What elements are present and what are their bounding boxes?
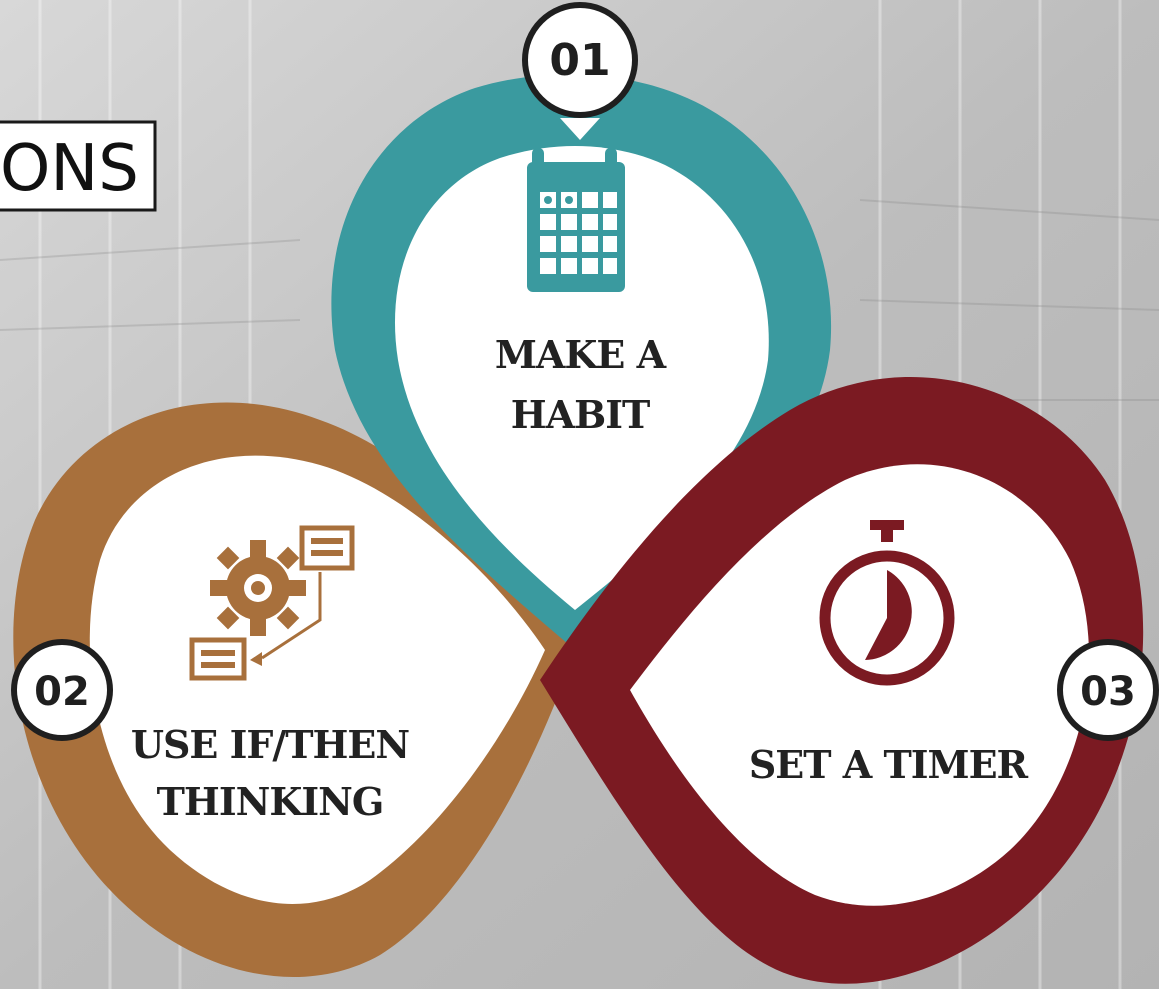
svg-text:HABIT: HABIT (511, 392, 650, 437)
title-box: ONS (0, 120, 157, 212)
title-fragment: ONS (0, 132, 139, 206)
lobe-02 (13, 402, 575, 978)
step-label-02: USE IF/THEN THINKING (131, 722, 411, 824)
lobe-03 (540, 376, 1144, 984)
svg-text:MAKE A: MAKE A (495, 332, 667, 377)
step-label-01: MAKE A HABIT (495, 332, 668, 437)
svg-text:THINKING: THINKING (157, 779, 384, 824)
badge-02: 02 (11, 639, 120, 741)
step-label-03: SET A TIMER (749, 742, 1030, 787)
svg-text:USE IF/THEN: USE IF/THEN (131, 722, 410, 767)
gear-flow-icon (189, 525, 355, 681)
badge-03: 03 (1044, 639, 1159, 741)
calendar-icon (527, 148, 625, 292)
step-number-03: 03 (1080, 669, 1136, 715)
step-number-01: 01 (549, 35, 610, 86)
badge-01: 01 (522, 2, 638, 140)
svg-text:SET A TIMER: SET A TIMER (749, 742, 1029, 787)
step-number-02: 02 (34, 669, 90, 715)
stopwatch-icon (819, 520, 955, 686)
